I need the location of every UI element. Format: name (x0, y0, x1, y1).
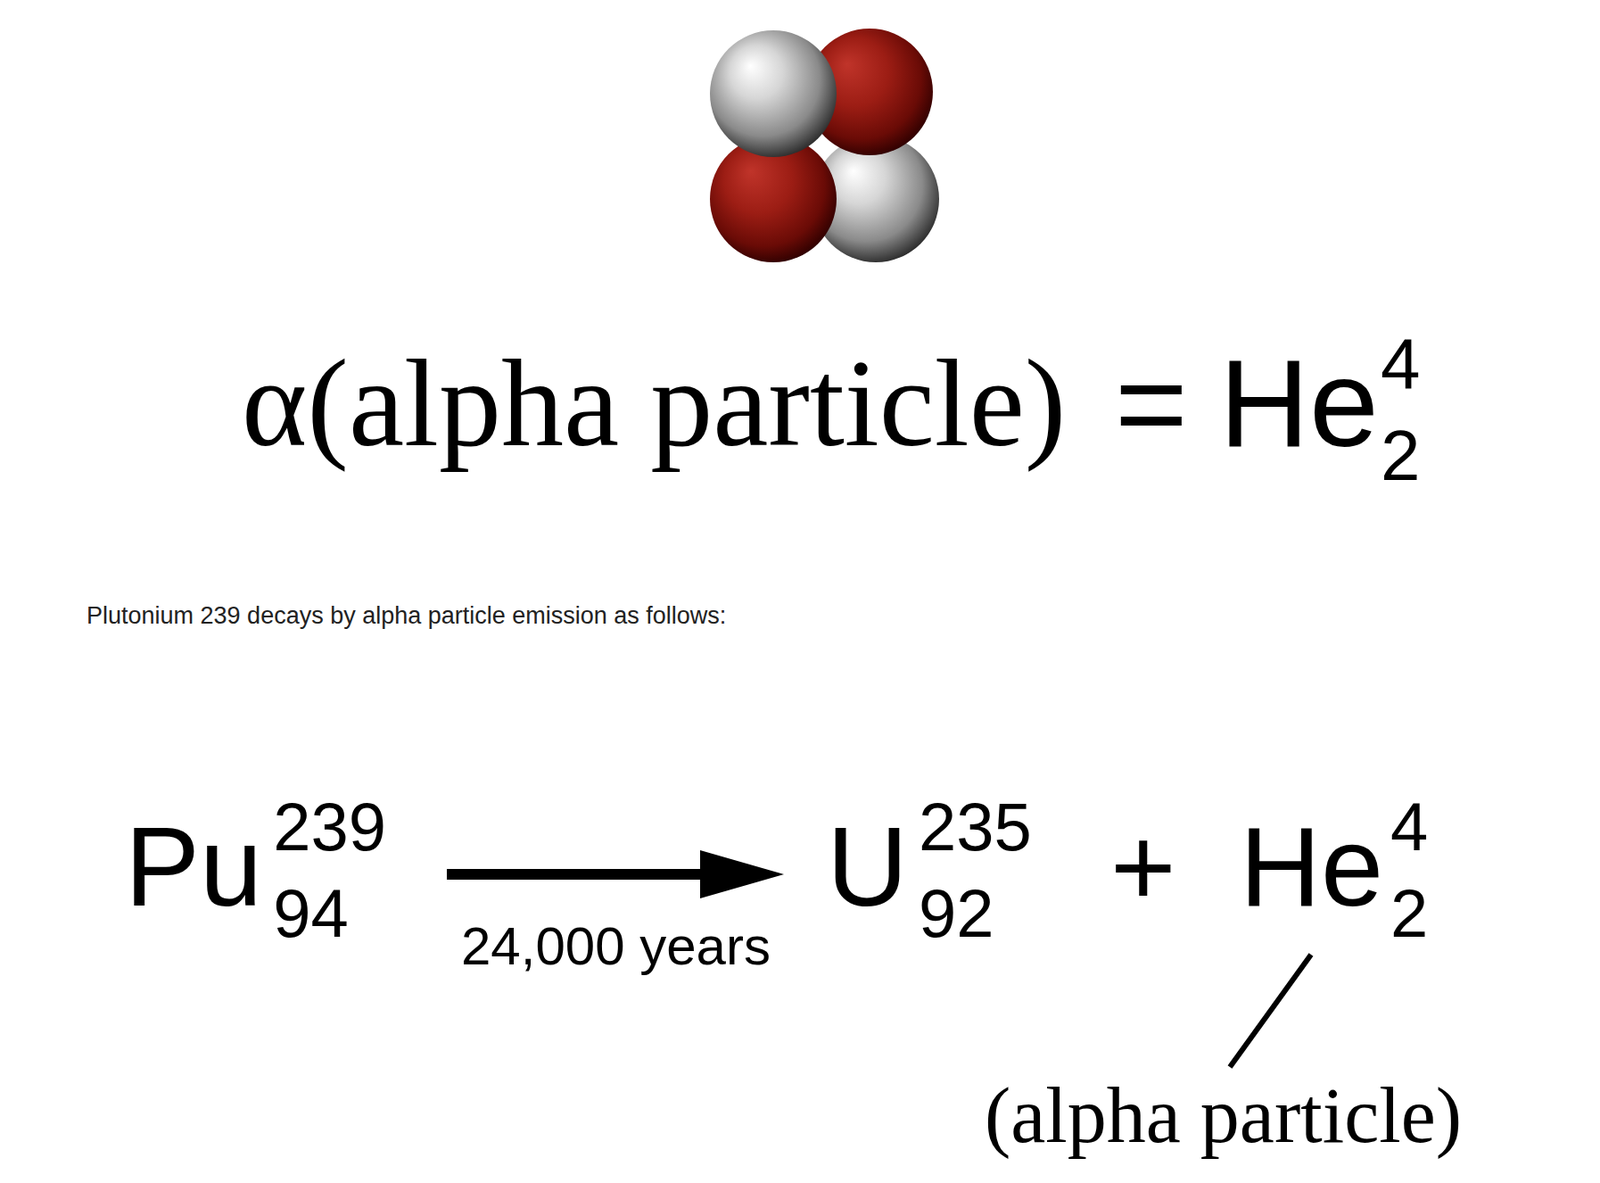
element-symbol: Pu (124, 810, 263, 924)
element-symbol: U (826, 810, 908, 924)
plus-sign: + (1110, 810, 1177, 924)
atomic-number: 2 (1380, 420, 1421, 492)
leader-line (1229, 954, 1312, 1067)
atomic-number: 92 (918, 879, 995, 948)
mass-number: 4 (1380, 328, 1421, 400)
neutron-sphere (709, 30, 837, 157)
description-text: Plutonium 239 decays by alpha particle e… (86, 603, 726, 628)
element-symbol: He (1239, 810, 1384, 924)
arrow-shaft (446, 868, 706, 880)
half-life-label: 24,000 years (461, 919, 771, 974)
alpha-particle-model (709, 28, 940, 263)
atomic-number: 2 (1390, 879, 1428, 948)
atomic-number: 94 (272, 879, 349, 948)
mass-number: 4 (1390, 792, 1428, 861)
alpha-particle-label: (alpha particle) (984, 1076, 1462, 1155)
element-symbol: He (1219, 340, 1379, 466)
particle-name: α(alpha particle) (241, 340, 1067, 466)
mass-number: 235 (918, 792, 1032, 861)
mass-number: 239 (272, 792, 387, 861)
equals-sign: = (1114, 340, 1188, 466)
reaction-arrow (446, 849, 784, 899)
arrow-head (700, 849, 784, 899)
